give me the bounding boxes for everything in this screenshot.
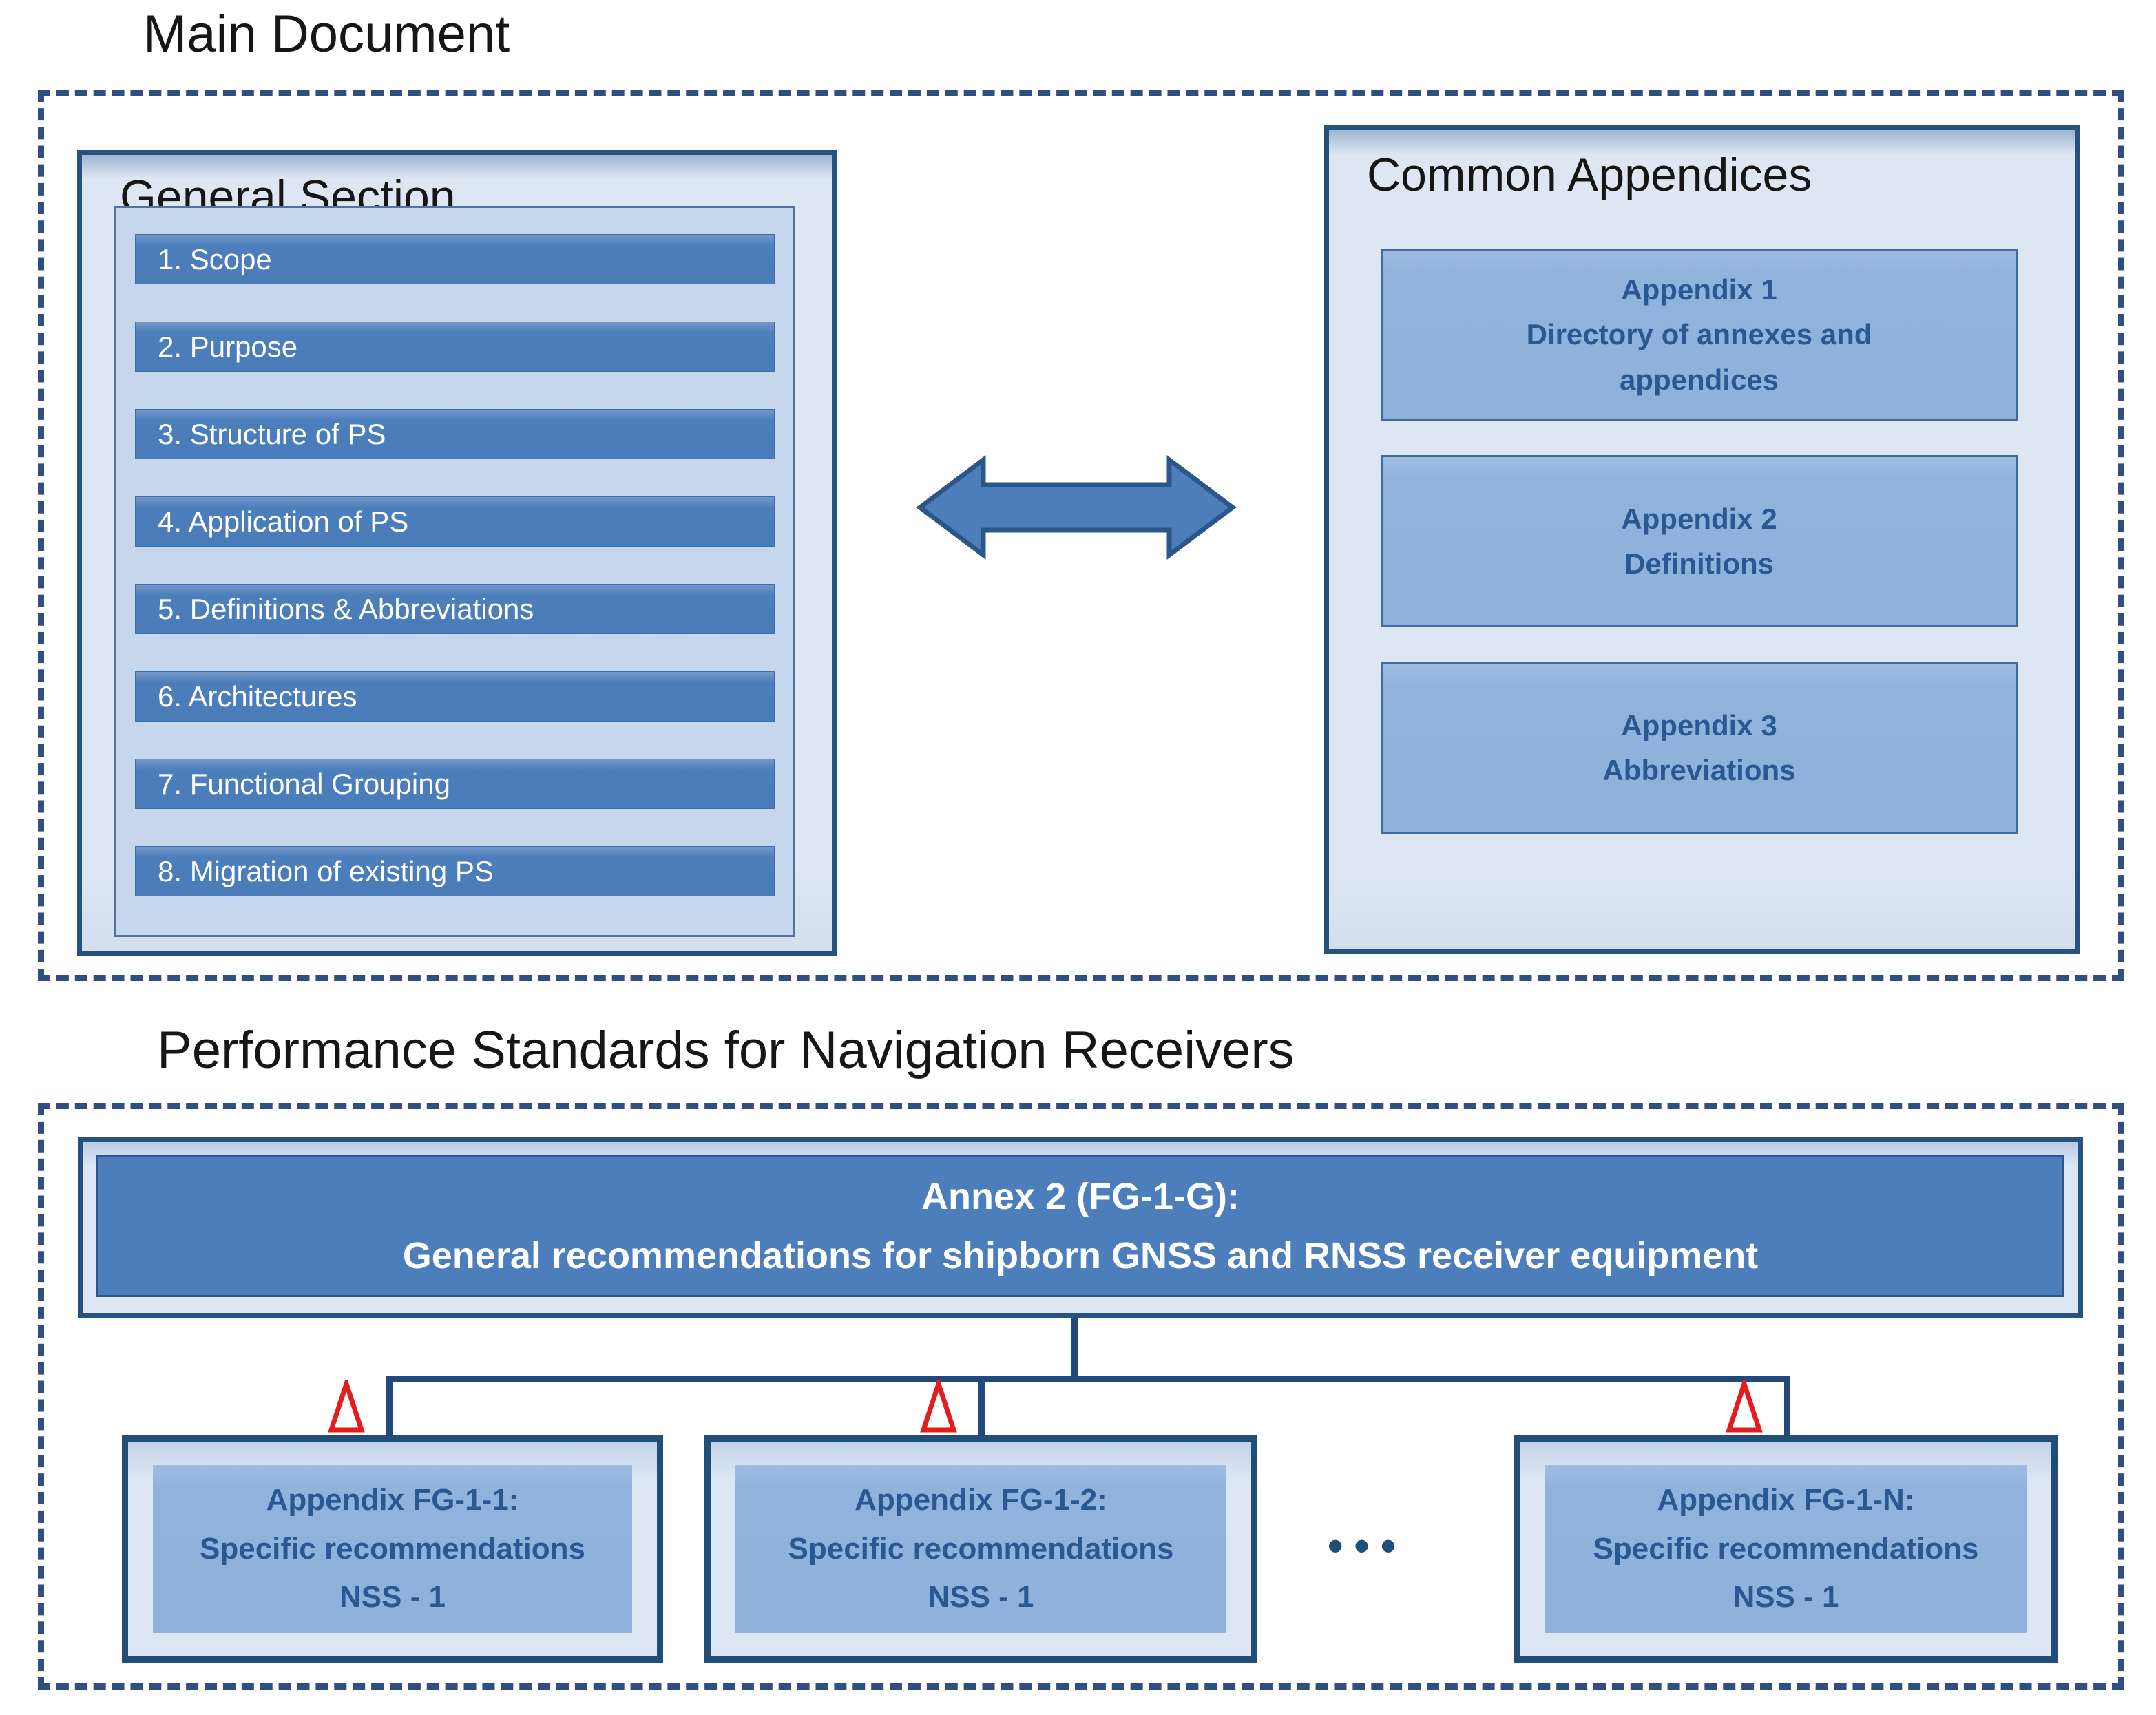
fg-1-1-appendix-inner: Appendix FG-1-1: Specific recommendation… — [153, 1465, 632, 1633]
fg-1-1-subtitle: Specific recommendations — [200, 1531, 585, 1566]
delta-change-icon-right — [1726, 1380, 1763, 1433]
fg-1-1-nss: NSS - 1 — [339, 1580, 446, 1614]
appendix-2-subtitle: Definitions — [1624, 547, 1774, 580]
delta-change-icon-left — [328, 1380, 365, 1433]
fg-1-2-heading: Appendix FG-1-2: — [855, 1483, 1107, 1517]
appendix-3-subtitle: Abbreviations — [1602, 754, 1796, 786]
appendix-2-heading: Appendix 2 — [1621, 502, 1777, 535]
annex-2-subtitle: General recommendations for shipborn GNS… — [402, 1235, 1759, 1276]
fg-1-n-nss: NSS - 1 — [1733, 1580, 1839, 1614]
appendix-1-card: Appendix 1 Directory of annexes and appe… — [1381, 249, 2018, 421]
ellipsis-dots: ••• — [1328, 1521, 1407, 1570]
fg-1-n-heading: Appendix FG-1-N: — [1657, 1483, 1915, 1517]
appendix-3-card: Appendix 3 Abbreviations — [1381, 662, 2018, 834]
connector-line-annex-drop — [1071, 1318, 1078, 1382]
appendix-2-card: Appendix 2 Definitions — [1381, 455, 2018, 627]
section-item-structure: 3. Structure of PS — [135, 409, 775, 459]
section-item-purpose: 2. Purpose — [135, 322, 775, 372]
main-document-label: Main Document — [143, 5, 510, 63]
section-item-definitions: 5. Definitions & Abbreviations — [135, 584, 775, 634]
fg-1-2-appendix-inner: Appendix FG-1-2: Specific recommendation… — [735, 1465, 1226, 1633]
delta-change-icon-middle — [920, 1380, 957, 1433]
common-appendices-title: Common Appendices — [1367, 149, 1812, 201]
connector-line-drop-left — [386, 1376, 393, 1438]
fg-1-n-appendix-box: Appendix FG-1-N: Specific recommendation… — [1514, 1435, 2058, 1663]
fg-1-2-appendix-box: Appendix FG-1-2: Specific recommendation… — [704, 1435, 1257, 1663]
fg-1-1-heading: Appendix FG-1-1: — [266, 1483, 519, 1517]
annex-2-banner-inner: Annex 2 (FG-1-G): General recommendation… — [96, 1155, 2064, 1297]
annex-2-heading: Annex 2 (FG-1-G): — [921, 1175, 1239, 1217]
fg-1-n-subtitle: Specific recommendations — [1593, 1531, 1979, 1566]
fg-1-n-appendix-inner: Appendix FG-1-N: Specific recommendation… — [1545, 1465, 2027, 1633]
connector-line-drop-middle — [978, 1376, 985, 1438]
section-item-application: 4. Application of PS — [135, 496, 775, 547]
fg-1-2-subtitle: Specific recommendations — [788, 1531, 1174, 1566]
section-item-architectures: 6. Architectures — [135, 671, 775, 722]
double-arrow-icon — [916, 455, 1237, 560]
general-section-panel: 1. Scope 2. Purpose 3. Structure of PS 4… — [114, 206, 795, 937]
common-appendices-box: Common Appendices Appendix 1 Directory o… — [1324, 125, 2080, 954]
connector-line-horizontal — [386, 1376, 1790, 1382]
annex-2-banner: Annex 2 (FG-1-G): General recommendation… — [78, 1137, 2083, 1318]
section-item-migration: 8. Migration of existing PS — [135, 846, 775, 896]
fg-1-2-nss: NSS - 1 — [928, 1580, 1034, 1614]
fg-1-1-appendix-box: Appendix FG-1-1: Specific recommendation… — [122, 1435, 663, 1663]
connector-line-drop-right — [1784, 1376, 1790, 1438]
appendix-1-subtitle: Directory of annexes and appendices — [1526, 318, 1872, 396]
section-item-scope: 1. Scope — [135, 234, 775, 284]
performance-standards-label: Performance Standards for Navigation Rec… — [157, 1021, 1295, 1080]
appendix-3-heading: Appendix 3 — [1621, 708, 1777, 741]
general-section-box: General Section 1. Scope 2. Purpose 3. S… — [77, 150, 837, 956]
section-item-grouping: 7. Functional Grouping — [135, 759, 775, 809]
appendix-1-heading: Appendix 1 — [1621, 273, 1777, 306]
